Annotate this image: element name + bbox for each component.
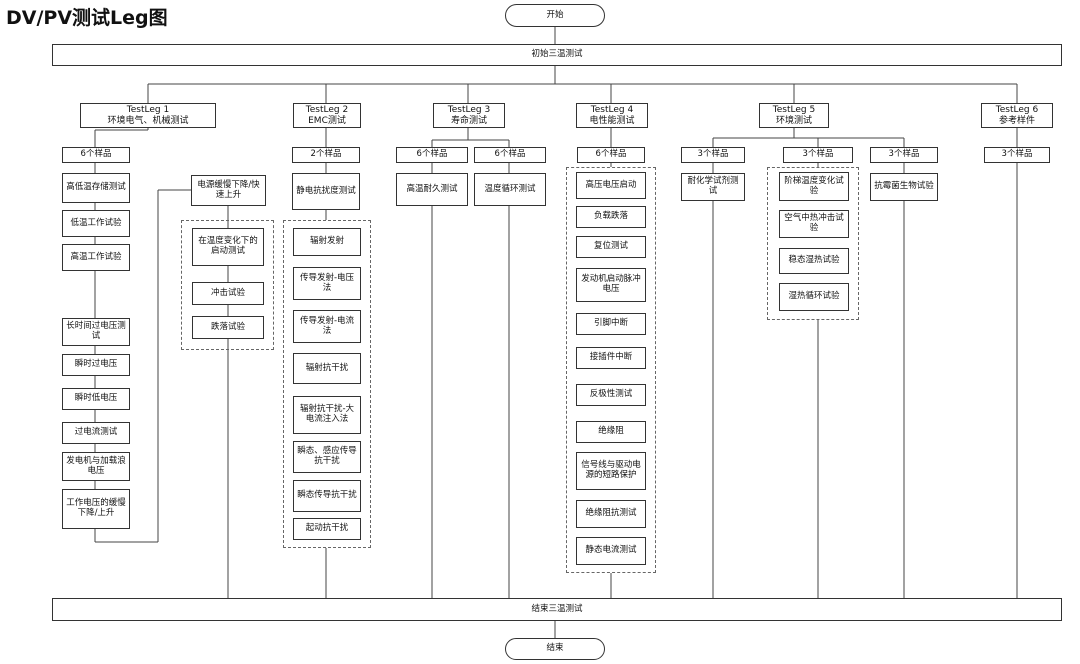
leg-4-header: TestLeg 4 电性能测试: [576, 103, 648, 128]
leg-6-desc: 参考样件: [998, 115, 1035, 126]
leg-4-group-test: 接插件中断: [576, 347, 646, 369]
leg-1-test: 长时间过电压测试: [62, 318, 130, 346]
leg-1-test: 低温工作试验: [62, 210, 130, 237]
leg-1-name: TestLeg 1: [126, 104, 170, 115]
leg-4-group-test: 静态电流测试: [576, 537, 646, 565]
leg-2-group-test: 辐射抗干扰-大电流注入法: [293, 396, 361, 434]
leg-5-test-c: 抗霉菌生物试验: [870, 173, 938, 201]
final-test-bar: 结束三温测试: [52, 598, 1062, 621]
diagram-title: DV/PV测试Leg图: [6, 7, 168, 29]
leg-1-group-test: 在温度变化下的启动测试: [192, 228, 264, 266]
leg-1-test: 发电机与加载浪电压: [62, 452, 130, 481]
leg-2-group-test: 瞬态传导抗干扰: [293, 480, 361, 512]
leg-1-side-test: 电源缓慢下降/快速上升: [191, 175, 266, 206]
leg-4-group-test: 绝缘阻抗测试: [576, 500, 646, 528]
leg-2-group-test: 传导发射-电压法: [293, 267, 361, 300]
leg-3-desc: 寿命测试: [450, 115, 487, 126]
leg-5-test-a: 耐化学试剂测试: [681, 173, 745, 201]
leg-1-test: 瞬时过电压: [62, 354, 130, 376]
leg-1-test: 高低温存储测试: [62, 173, 130, 203]
leg-4-group-test: 信号线与驱动电源的短路保护: [576, 452, 646, 490]
leg-1-test: 高温工作试验: [62, 244, 130, 271]
leg-2-group-test: 起动抗干扰: [293, 518, 361, 540]
leg-4-group-test: 高压电压启动: [576, 172, 646, 199]
leg-4-desc: 电性能测试: [589, 115, 635, 126]
leg-4-group: [566, 167, 656, 573]
leg-3-test-b: 温度循环测试: [474, 173, 546, 206]
leg-5-samples-a: 3个样品: [681, 147, 745, 163]
leg-6-samples: 3个样品: [984, 147, 1050, 163]
leg-4-name: TestLeg 4: [590, 104, 634, 115]
leg-3-header: TestLeg 3 寿命测试: [433, 103, 505, 128]
leg-1-header: TestLeg 1 环境电气、机械测试: [80, 103, 216, 128]
leg-1-group-test: 冲击试验: [192, 282, 264, 305]
leg-1-test: 工作电压的缓慢下降/上升: [62, 489, 130, 529]
leg-5-group-test: 湿热循环试验: [779, 283, 849, 311]
leg-1-group-test: 跌落试验: [192, 316, 264, 339]
leg-2-desc: EMC测试: [308, 115, 346, 126]
leg-2-first-test: 静电抗扰度测试: [292, 173, 360, 210]
leg-3-samples-b: 6个样品: [474, 147, 546, 163]
leg-2-group-test: 传导发射-电流法: [293, 310, 361, 343]
leg-4-group-test: 绝缘阻: [576, 421, 646, 443]
leg-4-samples: 6个样品: [577, 147, 645, 163]
leg-1-desc: 环境电气、机械测试: [107, 115, 189, 126]
leg-2-header: TestLeg 2 EMC测试: [293, 103, 361, 128]
leg-4-group-test: 复位测试: [576, 236, 646, 258]
leg-5-group-test: 稳态湿热试验: [779, 248, 849, 274]
end-node: 结束: [505, 638, 605, 660]
leg-6-name: TestLeg 6: [995, 104, 1039, 115]
leg-3-test-a: 高温耐久测试: [396, 173, 468, 206]
leg-5-group: [767, 167, 859, 320]
leg-1-samples: 6个样品: [62, 147, 130, 163]
leg-5-name: TestLeg 5: [772, 104, 816, 115]
leg-6-header: TestLeg 6 参考样件: [981, 103, 1053, 128]
initial-test-bar: 初始三温测试: [52, 44, 1062, 66]
leg-4-group-test: 引脚中断: [576, 313, 646, 335]
start-node: 开始: [505, 4, 605, 27]
leg-2-group-test: 瞬态、感应传导抗干扰: [293, 441, 361, 473]
leg-5-group-test: 阶梯温度变化试验: [779, 172, 849, 201]
leg-3-samples-a: 6个样品: [396, 147, 468, 163]
leg-5-desc: 环境测试: [775, 115, 812, 126]
leg-2-group: [283, 220, 371, 548]
leg-5-header: TestLeg 5 环境测试: [759, 103, 829, 128]
leg-5-samples-c: 3个样品: [870, 147, 938, 163]
leg-5-samples-b: 3个样品: [783, 147, 853, 163]
leg-3-name: TestLeg 3: [447, 104, 491, 115]
leg-1-test: 过电流测试: [62, 422, 130, 444]
leg-5-group-test: 空气中热冲击试验: [779, 210, 849, 238]
leg-2-name: TestLeg 2: [305, 104, 349, 115]
leg-2-samples: 2个样品: [292, 147, 360, 163]
leg-4-group-test: 发动机启动脉冲电压: [576, 268, 646, 302]
leg-4-group-test: 反极性测试: [576, 384, 646, 406]
leg-4-group-test: 负载跌落: [576, 206, 646, 228]
leg-1-group: [181, 220, 274, 350]
leg-1-test: 瞬时低电压: [62, 388, 130, 410]
leg-2-group-test: 辐射抗干扰: [293, 353, 361, 384]
leg-2-group-test: 辐射发射: [293, 228, 361, 256]
